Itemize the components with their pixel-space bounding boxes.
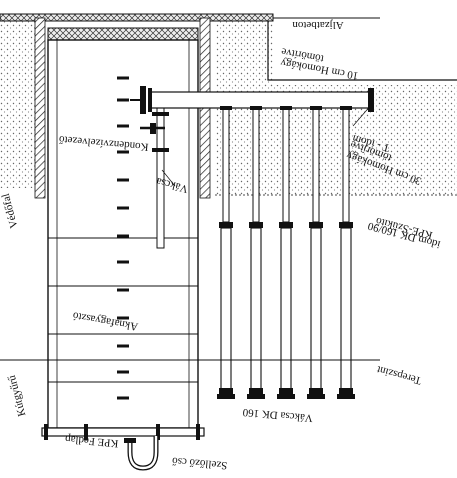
suction-riser-flange-high — [152, 112, 169, 116]
bottom-bolts — [44, 424, 200, 440]
well-top-cover — [47, 27, 199, 41]
wellpoint-2 — [247, 107, 265, 399]
label-kpe-fedlap: KPE Fedlap — [64, 433, 119, 450]
label-kutgyuru: Kútgyűrű — [6, 373, 29, 417]
leader-lines — [161, 103, 373, 187]
condensate-valve — [150, 123, 156, 134]
wellpoint-1 — [217, 107, 235, 399]
header-flange-left — [140, 86, 146, 114]
label-terepszint: Terepszint — [376, 363, 423, 386]
header-flange-left-2 — [148, 88, 152, 112]
vent-pipe-inner — [128, 436, 158, 470]
header-end-cap — [368, 88, 374, 112]
header-pipe — [149, 91, 373, 109]
ring-joints — [48, 237, 198, 383]
label-vedofal: Védőfal — [0, 192, 20, 229]
protective-wall-left — [34, 17, 46, 199]
header-tees — [220, 106, 352, 110]
label-aljzatbeton: Aljzatbeton — [292, 19, 344, 31]
label-szellozo: Szellőző cső — [171, 455, 228, 472]
bottom-plate — [41, 427, 205, 437]
ladder-rungs — [117, 76, 129, 400]
wellpoint-5 — [337, 107, 355, 399]
suction-riser-flange-low — [152, 148, 169, 152]
terrain-surface-line — [267, 18, 457, 81]
wellpoint-3 — [277, 107, 295, 399]
vent-pipe-flange — [124, 438, 136, 443]
label-vakcsa-dk: Vákcsa DK 160 — [242, 406, 314, 424]
soil-layer-top — [215, 18, 273, 85]
